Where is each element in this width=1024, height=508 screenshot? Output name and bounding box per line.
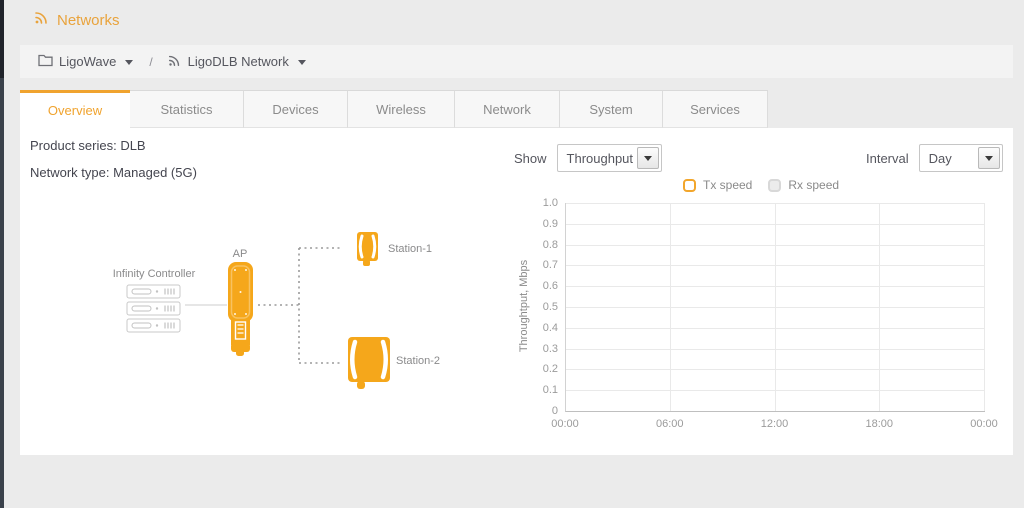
rx-speed-label: Rx speed — [788, 178, 840, 192]
h-gridline — [566, 390, 985, 392]
y-tick-label: 0.8 — [542, 238, 558, 251]
broadcast-icon — [167, 53, 182, 71]
y-tick-label: 0.1 — [542, 384, 558, 397]
ap-label: AP — [233, 248, 248, 260]
station-1-icon — [357, 232, 378, 266]
interval-select[interactable]: Day — [918, 144, 1003, 172]
tx-speed-checkbox-icon[interactable] — [683, 178, 696, 192]
chevron-down-icon[interactable] — [977, 147, 1000, 169]
show-select[interactable]: Throughput — [556, 144, 662, 172]
y-tick-label: 0.2 — [542, 363, 558, 376]
ap-device-icon — [228, 262, 253, 356]
tab-bar: Overview Statistics Devices Wireless Net… — [20, 90, 768, 128]
tab-devices[interactable]: Devices — [244, 90, 348, 128]
x-tick-label: 00:00 — [970, 418, 998, 430]
tab-wireless[interactable]: Wireless — [348, 90, 455, 128]
tx-speed-label: Tx speed — [703, 178, 753, 192]
h-gridline — [566, 244, 985, 246]
folder-icon — [38, 54, 53, 70]
tab-statistics[interactable]: Statistics — [130, 90, 244, 128]
interval-label: Interval — [866, 150, 909, 166]
collapsed-sidebar[interactable] — [0, 0, 4, 508]
x-tick-label: 06:00 — [655, 418, 684, 430]
y-tick-label: 0 — [551, 405, 558, 417]
chart-legend: Tx speed Rx speed — [683, 178, 839, 192]
collapsed-sidebar-top — [0, 0, 4, 78]
h-gridline — [566, 369, 985, 371]
chevron-down-icon[interactable] — [636, 147, 659, 169]
h-gridline — [566, 307, 985, 308]
y-tick-label: 0.7 — [542, 259, 558, 272]
x-axis-ticks: 00:00 06:00 12:00 18:00 00:00 — [551, 418, 998, 432]
h-gridline — [566, 265, 985, 267]
h-gridline — [566, 348, 985, 350]
rx-speed-checkbox-icon[interactable] — [768, 178, 782, 192]
chart-plot-area — [565, 203, 985, 412]
breadcrumb-network-label: LigoDLB Network — [187, 54, 289, 69]
show-select-value: Throughput — [566, 150, 634, 166]
v-gridline — [879, 203, 881, 411]
station-2-icon — [348, 337, 390, 389]
tab-network[interactable]: Network — [455, 90, 560, 128]
h-gridline — [566, 286, 985, 288]
network-type-text: Network type: Managed (5G) — [30, 165, 197, 180]
v-gridline — [984, 203, 985, 411]
y-axis-ticks: 1.0 0.9 0.8 0.7 0.6 0.5 0.4 0.3 0.2 0.1 0 — [515, 197, 558, 417]
h-gridline — [566, 327, 985, 329]
infinity-controller-label: Infinity Controller — [113, 268, 196, 280]
tab-services[interactable]: Services — [663, 90, 768, 128]
overview-panel: Product series: DLB Network type: Manage… — [20, 128, 1013, 455]
h-gridline — [566, 223, 985, 225]
tab-system[interactable]: System — [560, 90, 663, 128]
y-tick-label: 0.5 — [542, 301, 558, 313]
network-topology-diagram: Infinity Controller — [113, 232, 440, 389]
breadcrumb-network-group[interactable]: LigoWave — [38, 54, 134, 70]
x-tick-label: 00:00 — [551, 418, 579, 430]
legend-item-tx-speed[interactable]: Tx speed — [683, 178, 752, 192]
v-gridline — [774, 203, 776, 411]
legend-item-rx-speed[interactable]: Rx speed — [768, 178, 839, 192]
broadcast-icon — [33, 9, 50, 31]
chevron-down-icon — [297, 60, 306, 65]
v-gridline — [669, 203, 671, 411]
h-gridline — [566, 203, 985, 204]
interval-control: Interval Day — [866, 144, 1003, 172]
y-tick-label: 1.0 — [542, 197, 558, 209]
page-title: Networks — [57, 11, 120, 29]
breadcrumb-network[interactable]: LigoDLB Network — [167, 53, 306, 71]
breadcrumb: LigoWave / LigoDLB Network — [20, 45, 1013, 78]
x-tick-label: 18:00 — [865, 418, 894, 430]
page-header: Networks — [33, 9, 120, 31]
interval-select-value: Day — [928, 150, 952, 166]
show-label: Show — [514, 150, 547, 166]
y-tick-label: 0.9 — [542, 217, 558, 230]
station-2-label: Station-2 — [396, 355, 440, 367]
product-series-text: Product series: DLB — [30, 138, 146, 153]
station-1-label: Station-1 — [388, 243, 432, 255]
wireless-links — [258, 247, 342, 364]
y-tick-label: 0.4 — [542, 321, 558, 334]
breadcrumb-separator: / — [149, 54, 153, 69]
y-tick-label: 0.3 — [542, 342, 558, 355]
chevron-down-icon — [125, 60, 134, 65]
x-tick-label: 12:00 — [760, 418, 789, 430]
y-tick-label: 0.6 — [542, 280, 558, 293]
breadcrumb-network-group-label: LigoWave — [59, 54, 117, 69]
show-control: Show Throughput — [514, 144, 662, 172]
infinity-controller-icon — [126, 284, 181, 333]
tab-overview[interactable]: Overview — [20, 90, 130, 128]
